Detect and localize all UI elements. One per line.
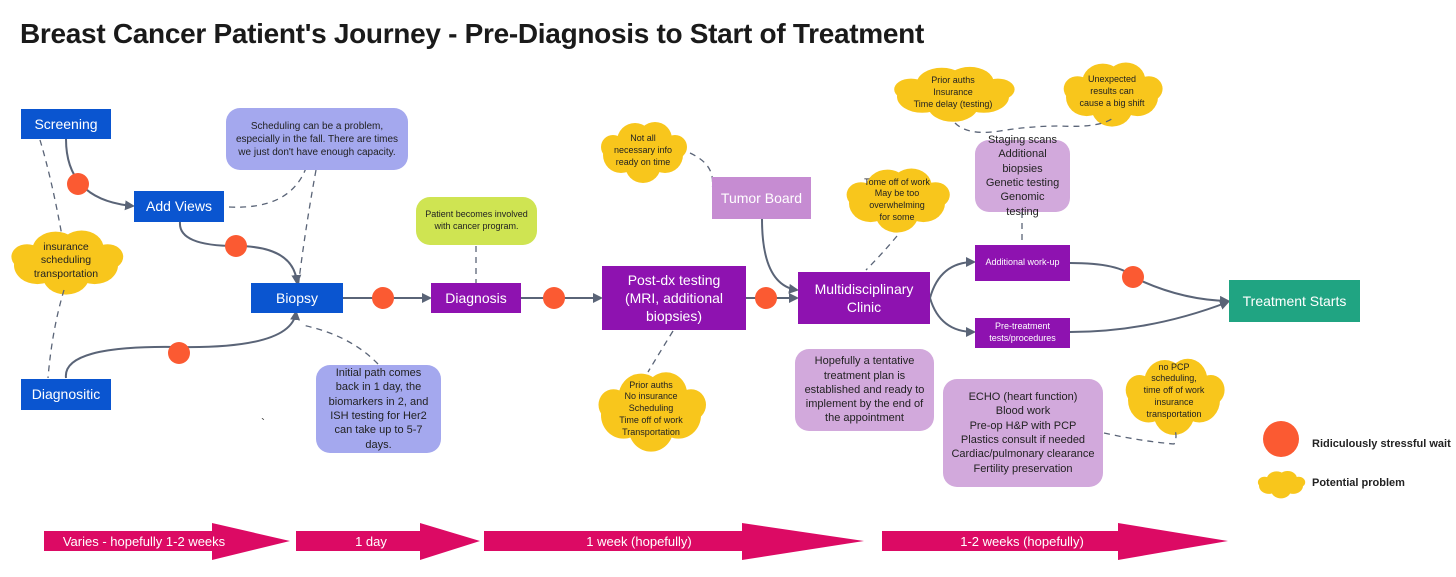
stress-dot — [1122, 266, 1144, 288]
stress-dot — [543, 287, 565, 309]
step-biopsy[interactable]: Biopsy — [251, 283, 343, 313]
note-treatment-plan: Hopefully a tentative treatment plan is … — [795, 349, 934, 431]
step-multidisciplinary-clinic[interactable]: Multidisciplinary Clinic — [798, 272, 930, 324]
cloud-tome-off-work-text: Tome off of work May be too overwhelming… — [864, 176, 930, 222]
cloud-not-all-info-text: Not all necessary info ready on time — [613, 133, 673, 167]
legend-dot-icon — [1263, 421, 1299, 457]
stress-dot — [225, 235, 247, 257]
timeline-arrow-varies — [44, 523, 290, 560]
step-additional-workup[interactable]: Additional work-up — [975, 245, 1070, 281]
step-add-views[interactable]: Add Views — [134, 191, 224, 222]
step-screening[interactable]: Screening — [21, 109, 111, 139]
timeline-label-varies: Varies - hopefully 1-2 weeks — [62, 533, 226, 549]
timeline-arrow-1-day — [296, 523, 480, 560]
legend-potential-problem: Potential problem — [1312, 477, 1405, 489]
note-echo: ECHO (heart function) Blood work Pre-op … — [943, 379, 1103, 487]
step-treatment-starts[interactable]: Treatment Starts — [1229, 280, 1360, 322]
step-diagnosis[interactable]: Diagnosis — [431, 283, 521, 313]
step-diagnositic[interactable]: Diagnositic — [21, 379, 111, 410]
timeline-label-1-2-weeks: 1-2 weeks (hopefully) — [960, 533, 1084, 549]
cloud-insurance-text: insurance scheduling transportation — [33, 240, 99, 280]
stray-mark: ` — [261, 416, 265, 430]
stress-dot — [755, 287, 777, 309]
note-initial-path: Initial path comes back in 1 day, the bi… — [316, 365, 441, 453]
stress-dot — [67, 173, 89, 195]
timeline-arrow-1-week — [484, 523, 864, 560]
cloud-prior-auths-post-dx-text: Prior auths No insurance Scheduling Time… — [619, 379, 683, 437]
cloud-no-pcp-text: no PCP scheduling, time off of work insu… — [1143, 361, 1205, 419]
note-staging: Staging scans Additional biopsies Geneti… — [975, 134, 1070, 218]
legend-cloud-icon — [1257, 470, 1306, 499]
step-post-dx-testing[interactable]: Post-dx testing (MRI, additional biopsie… — [602, 266, 746, 330]
legend-stressful-wait: Ridiculously stressful wait — [1312, 438, 1451, 450]
step-pretreatment[interactable]: Pre-treatment tests/procedures — [975, 318, 1070, 348]
cloud-unexpected-text: Unexpected results can cause a big shift — [1079, 74, 1145, 108]
stress-dot — [168, 342, 190, 364]
timeline-label-1-day: 1 day — [355, 533, 387, 549]
timeline-arrow-1-2-weeks — [882, 523, 1228, 560]
stress-dot — [372, 287, 394, 309]
timeline-label-1-week: 1 week (hopefully) — [586, 533, 692, 549]
note-scheduling: Scheduling can be a problem, especially … — [226, 108, 408, 170]
step-tumor-board[interactable]: Tumor Board — [712, 177, 811, 219]
page-title: Breast Cancer Patient's Journey - Pre-Di… — [20, 18, 924, 49]
cloud-prior-auths-staging-text: Prior auths Insurance Time delay (testin… — [913, 75, 993, 109]
note-patient-involved: Patient becomes involved with cancer pro… — [416, 197, 537, 245]
